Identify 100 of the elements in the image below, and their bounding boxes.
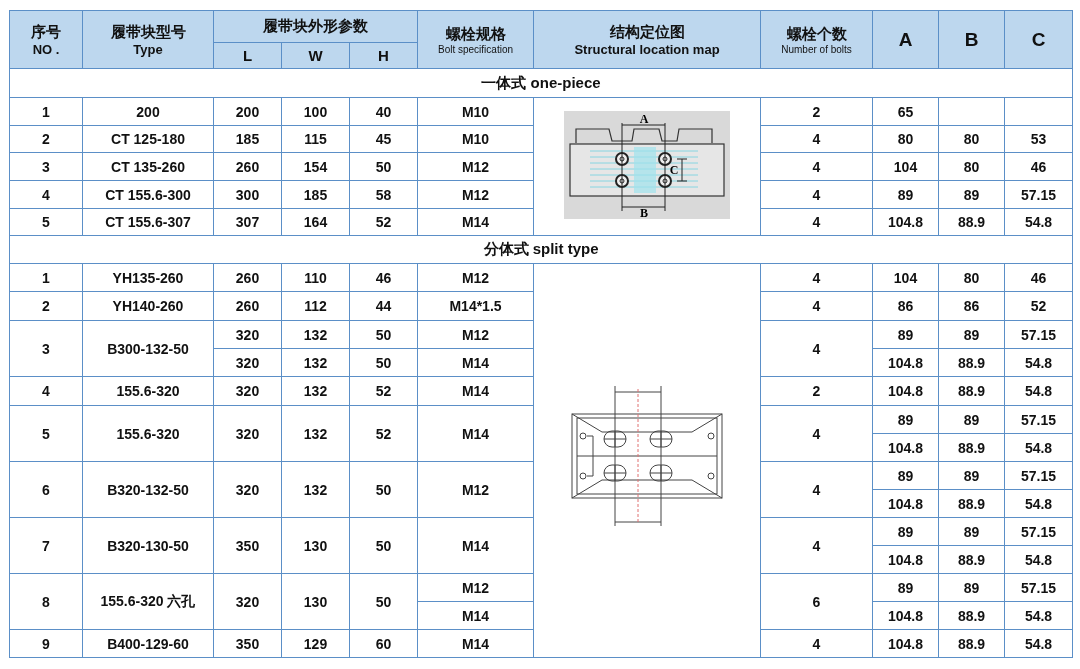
table-cell: 53 [1004, 125, 1073, 153]
table-cell: 4 [760, 125, 873, 153]
table-cell: 80 [872, 125, 939, 153]
table-cell: 57.15 [1004, 320, 1073, 349]
table-cell: B320-132-50 [82, 461, 214, 518]
table-cell: 88.9 [938, 545, 1005, 574]
table-cell: 5 [9, 208, 83, 236]
table-cell: 130 [281, 573, 350, 630]
table-cell: 350 [213, 517, 282, 574]
table-cell: 60 [349, 629, 418, 658]
table-cell: 4 [760, 461, 873, 518]
dimension-label: C [669, 163, 679, 177]
column-header: L [213, 42, 282, 69]
table-cell: 320 [213, 376, 282, 406]
table-cell: 300 [213, 180, 282, 209]
table-cell: 89 [938, 180, 1005, 209]
table-cell: 5 [9, 405, 83, 462]
table-cell: 320 [213, 405, 282, 462]
table-cell: 89 [938, 573, 1005, 602]
table-cell: 86 [938, 291, 1005, 321]
table-cell: 57.15 [1004, 573, 1073, 602]
table-cell: 132 [281, 461, 350, 518]
table-cell: 155.6-320 [82, 405, 214, 462]
table-cell: 54.8 [1004, 208, 1073, 236]
table-cell: 4 [760, 208, 873, 236]
table-cell: 86 [872, 291, 939, 321]
table-cell: 4 [760, 517, 873, 574]
table-cell: CT 155.6-300 [82, 180, 214, 209]
table-cell: 350 [213, 629, 282, 658]
table-cell: 54.8 [1004, 601, 1073, 630]
dimension-label: B [640, 206, 648, 219]
table-cell: 58 [349, 180, 418, 209]
table-cell: 130 [281, 517, 350, 574]
table-cell: 4 [760, 263, 873, 292]
table-cell: 44 [349, 291, 418, 321]
table-cell: 89 [938, 517, 1005, 546]
table-cell: 185 [281, 180, 350, 209]
table-cell: 6 [760, 573, 873, 630]
table-cell: 46 [1004, 152, 1073, 181]
table-cell: 104.8 [872, 433, 939, 462]
table-cell: 54.8 [1004, 489, 1073, 518]
table-cell: 89 [872, 573, 939, 602]
table-cell: 320 [213, 461, 282, 518]
table-cell: 200 [213, 97, 282, 126]
table-cell: 57.15 [1004, 461, 1073, 490]
table-cell: 7 [9, 517, 83, 574]
table-cell: 88.9 [938, 629, 1005, 658]
dimension-label: A [639, 112, 649, 126]
table-cell: 89 [938, 461, 1005, 490]
table-cell: 57.15 [1004, 517, 1073, 546]
table-cell: 104 [872, 263, 939, 292]
table-cell: 112 [281, 291, 350, 321]
table-cell: B320-130-50 [82, 517, 214, 574]
table-cell: 89 [938, 320, 1005, 349]
table-cell: B400-129-60 [82, 629, 214, 658]
table-cell: 88.9 [938, 433, 1005, 462]
table-cell: 154 [281, 152, 350, 181]
table-cell: 260 [213, 152, 282, 181]
table-cell: 164 [281, 208, 350, 236]
table-cell: 320 [213, 348, 282, 377]
table-cell: 1 [9, 263, 83, 292]
table-cell: YH135-260 [82, 263, 214, 292]
table-cell: 104.8 [872, 489, 939, 518]
table-cell: 50 [349, 152, 418, 181]
table-cell: 54.8 [1004, 348, 1073, 377]
table-cell: 89 [938, 405, 1005, 434]
table-cell: 129 [281, 629, 350, 658]
table-cell: 104.8 [872, 545, 939, 574]
table-cell: 46 [349, 263, 418, 292]
table-cell: 89 [872, 180, 939, 209]
table-cell: 132 [281, 320, 350, 349]
table-cell: 89 [872, 517, 939, 546]
header-label: 履带块型号 [109, 22, 187, 42]
table-cell: 320 [213, 320, 282, 349]
table-cell: 4 [760, 320, 873, 377]
header-label: 结构定位图 [608, 22, 686, 42]
table-cell: 4 [760, 180, 873, 209]
table-cell: 52 [349, 405, 418, 462]
table-cell: 46 [1004, 263, 1073, 292]
table-cell: 155.6-320 六孔 [82, 573, 214, 630]
table-cell: 2 [760, 97, 873, 126]
table-cell: 2 [9, 125, 83, 153]
table-cell: 104.8 [872, 629, 939, 658]
table-cell: 40 [349, 97, 418, 126]
table-cell: 4 [760, 291, 873, 321]
table-cell: 50 [349, 517, 418, 574]
table-cell: 50 [349, 348, 418, 377]
table-cell: 57.15 [1004, 180, 1073, 209]
header-label: NO . [31, 41, 61, 57]
table-cell: 4 [760, 405, 873, 462]
table-cell: 260 [213, 263, 282, 292]
column-header: A [872, 10, 939, 69]
table-cell: 52 [349, 376, 418, 406]
table-cell: 57.15 [1004, 405, 1073, 434]
table-cell: 50 [349, 573, 418, 630]
table-cell: 200 [82, 97, 214, 126]
table-cell: 88.9 [938, 348, 1005, 377]
table-cell: 185 [213, 125, 282, 153]
table-cell: 52 [1004, 291, 1073, 321]
section-heading: 分体式 split type [9, 235, 1073, 264]
